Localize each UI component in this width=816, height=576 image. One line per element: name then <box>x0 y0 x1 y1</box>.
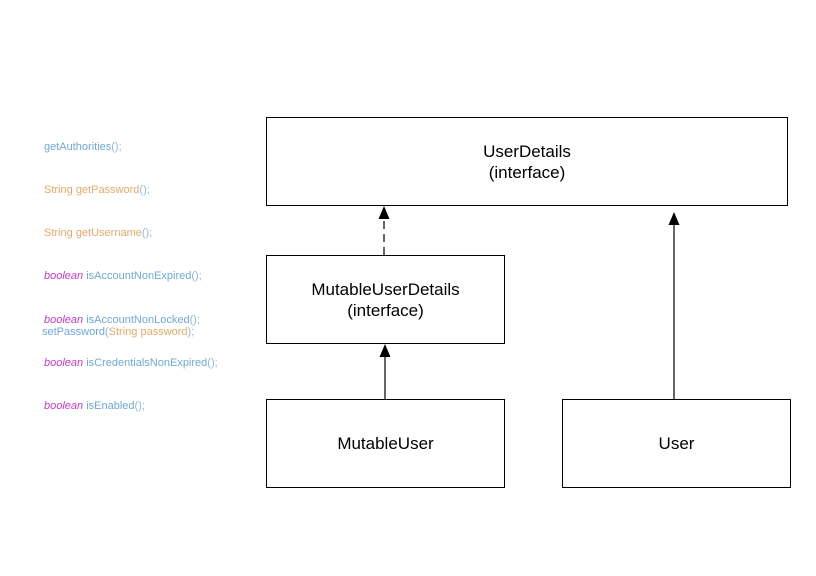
method-args: (); <box>207 356 218 369</box>
method-get-username: String getUsername(); <box>44 226 218 240</box>
method-name: setPassword <box>42 325 105 338</box>
return-type: boolean <box>44 270 84 283</box>
user-details-name: UserDetails <box>483 141 571 161</box>
method-args: (); <box>191 270 202 283</box>
user-details-stereotype: (interface) <box>488 162 566 182</box>
param-name: password <box>140 325 188 338</box>
mutable-user-name: MutableUser <box>337 434 434 453</box>
return-type: boolean <box>44 356 84 369</box>
method-close-paren: ); <box>187 325 195 338</box>
method-name: isAccountNonLocked <box>86 313 190 326</box>
return-type: boolean <box>44 313 84 326</box>
method-set-password: setPassword(String password); <box>42 325 194 339</box>
mutable-user-details-name: MutableUserDetails <box>311 279 460 299</box>
method-name: getAuthorities <box>44 140 112 153</box>
mutable-user-details-method-list: setPassword(String password); <box>42 296 194 354</box>
mutable-user-to-mutable-user-details-arrowhead <box>379 344 391 357</box>
method-is-enabled: boolean isEnabled(); <box>44 399 218 413</box>
return-type: String <box>44 184 73 197</box>
method-is-credentials-non-expired: boolean isCredentialsNonExpired(); <box>44 356 218 370</box>
method-name: isEnabled <box>86 400 135 413</box>
method-args: (); <box>111 140 122 153</box>
method-args: (); <box>139 184 150 197</box>
user-name: User <box>658 434 695 453</box>
method-is-account-non-expired: boolean isAccountNonExpired(); <box>44 269 218 283</box>
param-type: String <box>108 325 138 338</box>
method-get-password: String getPassword(); <box>44 183 218 197</box>
user-details-box: UserDetails (interface) <box>266 117 788 206</box>
mutable-user-box: MutableUser <box>266 399 505 488</box>
method-name: isCredentialsNonExpired <box>86 356 208 369</box>
method-open-paren: ( <box>104 325 109 338</box>
method-args: (); <box>141 227 153 240</box>
return-type: boolean <box>44 400 84 413</box>
user-box: User <box>562 399 791 488</box>
return-type: String <box>44 227 73 240</box>
method-get-authorities: getAuthorities(); <box>44 140 218 154</box>
user-details-method-list: getAuthorities(); String getPassword(); … <box>44 111 218 428</box>
method-args: (); <box>134 400 145 413</box>
mutable-user-details-stereotype: (interface) <box>347 300 424 320</box>
method-is-account-non-locked: boolean isAccountNonLocked(); <box>44 313 218 327</box>
user-to-user-details-arrowhead <box>668 212 680 225</box>
method-name: getPassword <box>75 184 140 197</box>
method-name: isAccountNonExpired <box>86 270 192 283</box>
method-name: getUsername <box>75 227 142 240</box>
mutable-user-details-to-user-details-arrowhead <box>378 206 390 219</box>
mutable-user-details-box: MutableUserDetails (interface) <box>266 255 505 344</box>
method-args: (); <box>189 313 200 326</box>
